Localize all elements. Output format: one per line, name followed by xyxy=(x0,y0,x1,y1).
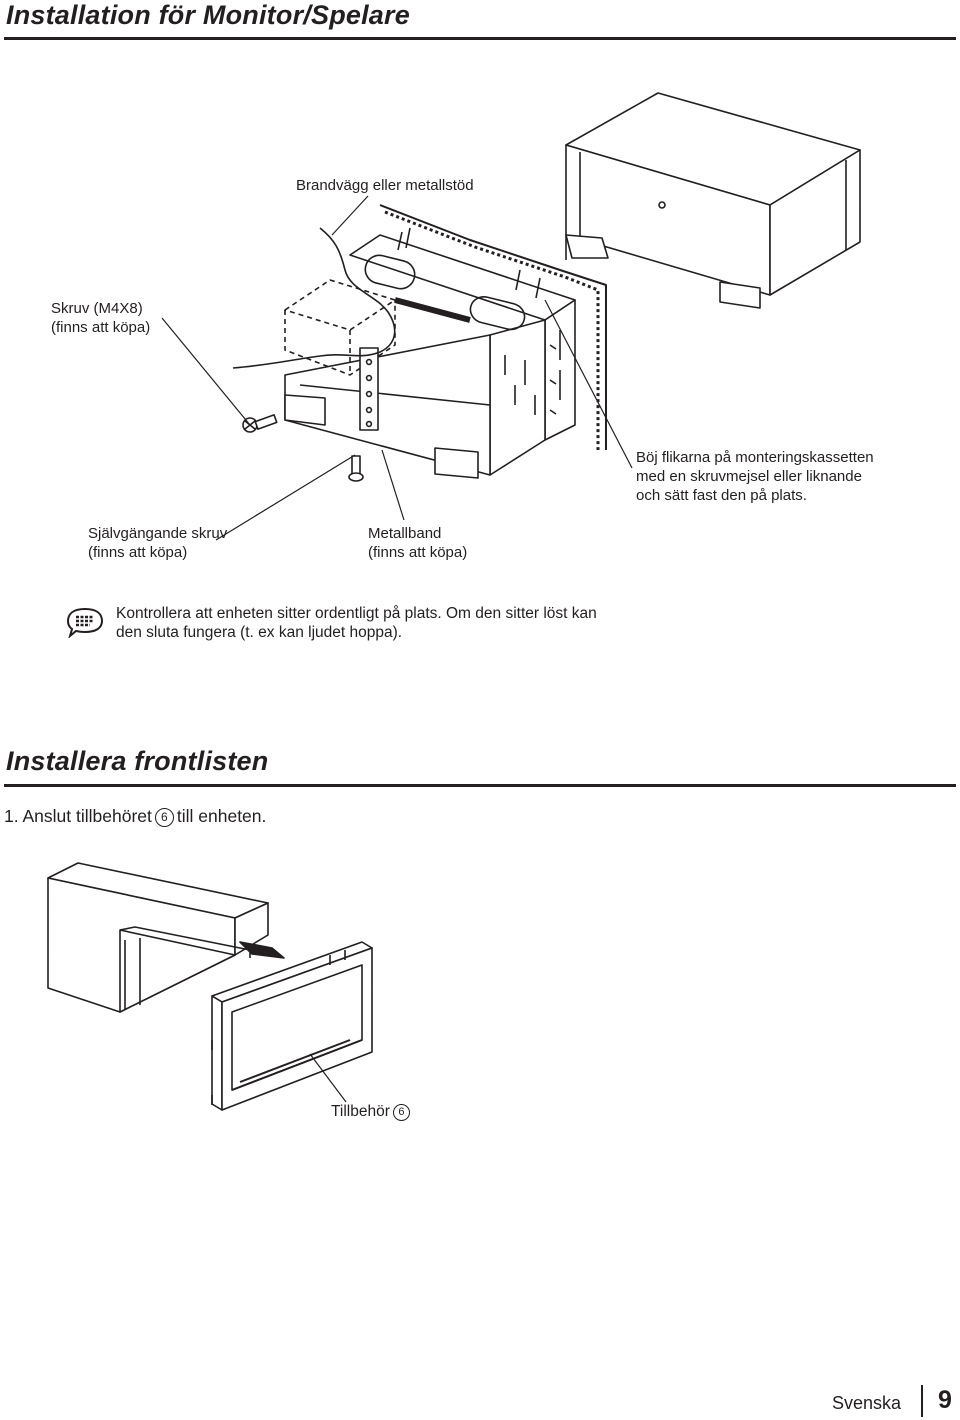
note-line1: Kontrollera att enheten sitter ordentlig… xyxy=(116,605,597,622)
step-1-accessory-number: 6 xyxy=(154,808,174,827)
label-tapping-screw-line2: (finns att köpa) xyxy=(88,544,188,561)
accessory-leader-line xyxy=(309,1053,347,1103)
section-title-installation: Installation för Monitor/Spelare xyxy=(6,0,410,30)
label-tapping-screw-line1: Självgängande skruv xyxy=(88,525,228,542)
unit-body-drawing xyxy=(284,334,491,479)
footer-page-number: 9 xyxy=(938,1386,952,1414)
note-line2: den sluta fungera (t. ex kan ljudet hopp… xyxy=(116,624,403,641)
title-rule xyxy=(4,37,956,40)
label-bend-tabs: Böj flikarna på monteringskassetten med … xyxy=(636,448,874,505)
leader-lines xyxy=(161,195,633,541)
step-1-prefix: 1. Anslut tillbehöret xyxy=(4,806,152,826)
footer-language: Svenska xyxy=(832,1393,902,1413)
label-accessory-text: Tillbehör xyxy=(331,1103,390,1120)
mounting-sleeve-drawing xyxy=(349,227,576,476)
label-bend-tabs-line1: Böj flikarna på monteringskassetten xyxy=(636,449,874,466)
label-accessory-number: 6 xyxy=(392,1104,410,1121)
label-bend-tabs-line2: med en skruvmejsel eller liknande xyxy=(636,468,862,485)
note-text: Kontrollera att enheten sitter ordentlig… xyxy=(116,604,597,642)
escutcheon-illustration xyxy=(47,862,373,1111)
tapping-screw-drawing xyxy=(348,455,364,482)
section-title-frontlisten: Installera frontlisten xyxy=(6,746,269,776)
note-speech-bubble-icon xyxy=(66,607,104,638)
head-unit-drawing xyxy=(565,92,861,309)
footer-divider xyxy=(921,1385,923,1417)
label-metal-strap-line2: (finns att köpa) xyxy=(368,544,468,561)
escutcheon-frame-drawing xyxy=(211,941,373,1111)
label-tapping-screw: Självgängande skruv (finns att köpa) xyxy=(88,524,227,562)
label-screw-m4x8: Skruv (M4X8) (finns att köpa) xyxy=(51,299,150,337)
label-firewall: Brandvägg eller metallstöd xyxy=(296,177,474,194)
mounting-illustration xyxy=(161,92,861,541)
insert-arrow-icon xyxy=(239,941,285,959)
label-screw-m4x8-line2: (finns att köpa) xyxy=(51,319,151,336)
label-metal-strap-line1: Metallband xyxy=(368,525,442,542)
title-rule-2 xyxy=(4,784,956,787)
metal-strap-drawing xyxy=(359,347,379,431)
cable-drawing xyxy=(232,227,396,369)
step-1-suffix: till enheten. xyxy=(176,806,267,826)
label-screw-m4x8-line1: Skruv (M4X8) xyxy=(51,300,143,317)
dashboard-bracket-drawing xyxy=(284,279,396,376)
firewall-drawing xyxy=(379,204,607,450)
label-metal-strap: Metallband (finns att köpa) xyxy=(368,524,467,562)
label-bend-tabs-line3: och sätt fast den på plats. xyxy=(636,487,807,504)
